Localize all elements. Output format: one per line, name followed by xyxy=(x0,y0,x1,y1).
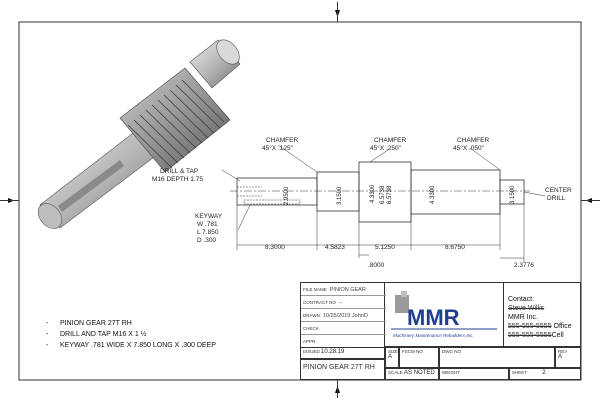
company-logo: MMR Machinery Maintenance Rebuilders Inc… xyxy=(385,282,503,347)
len-label-1: 8.3000 xyxy=(265,244,285,251)
scale-cell: SCALE AS NOTED xyxy=(385,368,439,380)
check-row: CHECK xyxy=(301,322,386,335)
chamfer-1-spec: 45°X .125" xyxy=(262,144,294,152)
contact-cell: 555-555-5555Cell xyxy=(508,332,564,339)
shaft-orthographic-view xyxy=(230,161,530,223)
contact-heading: Contact: xyxy=(508,296,535,303)
pinion-shaft-isometric xyxy=(37,39,241,229)
chamfer-2-spec: 45°X .250" xyxy=(370,144,402,152)
keyway-title: KEYWAY xyxy=(195,213,223,220)
drill-tap-spec: M16 DEPTH 1.75 xyxy=(152,176,203,183)
fscm-cell: FSCM NO xyxy=(399,347,439,368)
drill-tap-title: DRILL & TAP xyxy=(160,168,198,175)
sheet-cell: SHEET 2 xyxy=(509,368,581,380)
dia-label-5: 6.5738 xyxy=(387,185,393,204)
contact-company: MMR Inc. xyxy=(508,314,538,321)
drawing-title: PINION GEAR 27T RH xyxy=(300,359,385,380)
len-label-6: 2.3776 xyxy=(514,262,534,269)
chamfer-1-title: CHAMFER xyxy=(266,137,298,144)
contact-name: Steve Willis xyxy=(508,305,545,312)
note-1: -PINION GEAR 27T RH xyxy=(46,320,132,327)
contact-office: 555-555-5555 Office xyxy=(508,323,572,330)
center-drill-title: CENTER xyxy=(545,187,572,194)
drawing-notes: -PINION GEAR 27T RH -DRILL AND TAP M16 X… xyxy=(46,318,216,351)
len-label-3: 5.1250 xyxy=(375,244,395,251)
chamfer-3-spec: 45°X .050" xyxy=(453,144,485,152)
logo-text: MMR xyxy=(407,305,460,330)
dwg-no-cell: DWG NO xyxy=(439,347,555,368)
keyway-depth: D .300 xyxy=(197,237,217,244)
note-3: -KEYWAY .781 WIDE X 7.850 LONG X .300 DE… xyxy=(46,342,216,349)
contract-no-row: CONTRACT NO-- xyxy=(301,296,386,309)
dia-label-3: 4.3300 xyxy=(370,184,376,203)
len-label-5: .8000 xyxy=(368,262,385,269)
note-2: -DRILL AND TAP M16 X 1 ½ xyxy=(46,331,147,338)
dia-label-1: 2.9500 xyxy=(284,186,290,205)
length-labels: 8.3000 4.5823 5.1250 8.6750 .8000 2.3776 xyxy=(265,244,534,269)
dia-label-2: 3.1500 xyxy=(337,186,343,205)
len-label-2: 4.5823 xyxy=(325,244,345,251)
logo-tagline: Machinery Maintenance Rebuilders Inc. xyxy=(393,333,474,338)
weight-cell: WEIGHT xyxy=(439,368,509,380)
callout-labels: CHAMFER 45°X .125" CHAMFER 45°X .250" CH… xyxy=(152,137,572,244)
keyway-length: L 7.850 xyxy=(197,229,219,236)
dia-label-6: 4.3300 xyxy=(430,185,436,204)
contact-panel: Contact: Steve Willis MMR Inc. 555-555-5… xyxy=(503,282,581,347)
center-drill-spec: DRILL xyxy=(547,195,566,202)
dia-label-4: 6.5738 xyxy=(380,185,386,204)
chamfer-3-title: CHAMFER xyxy=(457,137,489,144)
diameter-labels: 2.9500 3.1500 4.3300 6.5738 6.5738 4.330… xyxy=(284,184,516,205)
dia-label-7: 3.1500 xyxy=(510,185,516,204)
chamfer-2-title: CHAMFER xyxy=(374,137,406,144)
mmr-logo-graphic: MMR Machinery Maintenance Rebuilders Inc… xyxy=(391,291,497,338)
issued-cell: ISSUED 10.28.19 xyxy=(300,347,385,359)
len-label-4: 8.6750 xyxy=(445,244,465,251)
keyway-width: W .781 xyxy=(197,221,218,228)
dimension-lines xyxy=(221,144,546,262)
